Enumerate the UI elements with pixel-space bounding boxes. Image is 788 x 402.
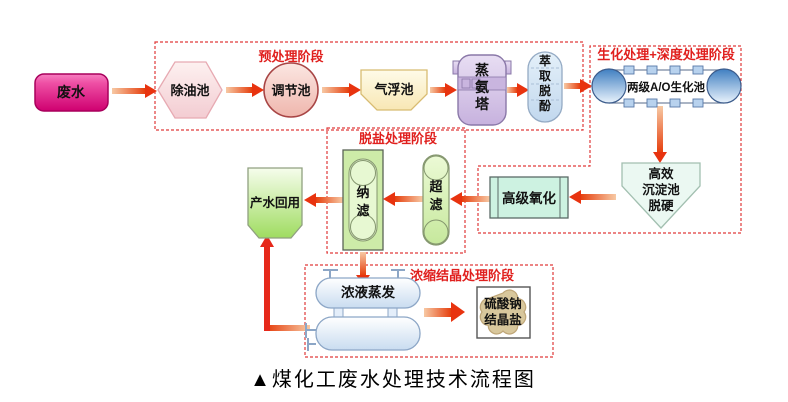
node-sedimentation-label-3: 脱硬 [648, 198, 674, 213]
node-ammonia-tower: 蒸 氨 塔 [452, 54, 512, 126]
arrow-evaporation-to-salt [424, 302, 465, 322]
diagram-caption: ▲煤化工废水处理技术流程图 [250, 368, 536, 391]
arrow-sedimentation-to-oxidation [569, 190, 616, 204]
node-water-reuse: 产水回用 [247, 167, 303, 239]
node-sedimentation-label-2: 沉淀池 [642, 182, 680, 197]
biochemical-stage-label: 生化处理+深度处理阶段 [597, 47, 735, 62]
node-evaporation: 浓液蒸发 [305, 269, 421, 351]
node-oxidation-label: 高级氧化 [502, 190, 556, 206]
pretreatment-stage-label: 预处理阶段 [258, 49, 323, 64]
node-ammonia-tower-label-3: 塔 [475, 96, 490, 112]
node-ultrafiltration-label-2: 滤 [429, 197, 442, 212]
node-sedimentation: 高效 沉淀池 脱硬 [621, 162, 701, 229]
node-ao-pool-label: 两级A/O生化池 [627, 80, 705, 94]
node-wastewater-label: 废水 [57, 84, 86, 100]
arrow-ultrafiltration-to-nanofiltration [383, 192, 423, 206]
desalination-stage-box [326, 127, 466, 254]
node-regulation: 调节池 [263, 62, 319, 118]
node-ultrafiltration-label-1: 超 [429, 179, 443, 194]
arrow-ao-pool-to-sedimentation [653, 106, 667, 163]
node-flotation-label: 气浮池 [374, 82, 413, 97]
crystallization-stage-label: 浓缩结晶处理阶段 [410, 268, 514, 283]
node-extraction-label-2: 取 [539, 69, 551, 83]
arrow-wastewater-to-oil-removal [112, 84, 157, 98]
node-water-reuse-label: 产水回用 [250, 195, 300, 210]
node-nanofiltration-label-2: 滤 [356, 203, 369, 218]
node-ammonia-tower-label-2: 氨 [475, 79, 489, 95]
arrow-evaporation-to-reuse-elbow [260, 235, 310, 331]
node-wastewater: 废水 [34, 73, 109, 112]
node-nanofiltration-label-1: 纳 [356, 185, 369, 200]
arrow-oil-removal-to-regulation [226, 83, 264, 97]
node-flotation: 气浮池 [360, 69, 428, 111]
biochemical-stage-box [477, 45, 742, 234]
arrow-flotation-to-ammonia-tower [430, 83, 457, 97]
arrow-regulation-to-flotation [322, 83, 361, 97]
node-sedimentation-label-1: 高效 [648, 166, 674, 181]
node-nanofiltration: 纳 滤 [342, 149, 384, 251]
node-oil-removal-label: 除油池 [170, 83, 209, 98]
node-extraction-label-4: 酚 [539, 99, 552, 113]
arrow-extraction-to-ao-pool [564, 79, 592, 93]
node-oxidation: 高级氧化 [489, 176, 569, 219]
node-salt-label-1: 硫酸钠 [484, 296, 522, 311]
salt-cloud-shape [479, 289, 527, 335]
node-ammonia-tower-label-1: 蒸 [475, 62, 489, 78]
arrow-oxidation-to-ultrafiltration [450, 192, 490, 206]
node-extraction-label-1: 萃 [539, 53, 551, 68]
node-evaporation-label: 浓液蒸发 [341, 284, 395, 300]
arrow-nanofiltration-to-reuse [304, 193, 343, 207]
desalination-stage-label: 脱盐处理阶段 [359, 131, 437, 146]
node-salt-label-2: 结晶盐 [484, 312, 522, 327]
node-ao-pool: 两级A/O生化池 [591, 65, 742, 108]
arrow-ammonia-tower-to-extraction [507, 83, 529, 97]
node-oil-removal: 除油池 [157, 61, 223, 119]
node-extraction-label-3: 脱 [539, 83, 551, 98]
node-extraction: 萃 取 脱 酚 [527, 51, 563, 123]
node-ultrafiltration: 超 滤 [422, 154, 450, 246]
node-salt-product: 硫酸钠 结晶盐 [476, 286, 531, 339]
node-regulation-label: 调节池 [271, 83, 310, 98]
